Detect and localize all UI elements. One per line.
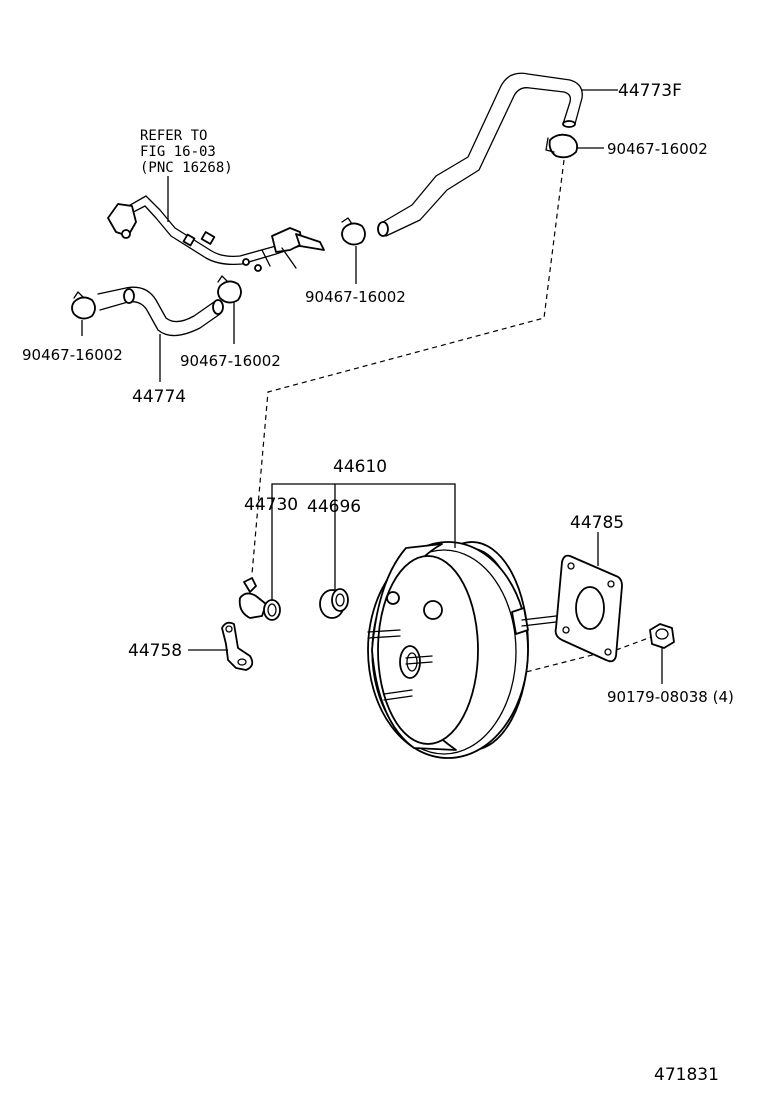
check-valve [238, 577, 281, 621]
refer-note-line3: (PNC 16268) [140, 160, 233, 176]
label-hose-upper: 44773F [618, 81, 682, 101]
dashed-line-hose-to-valve [251, 159, 565, 575]
label-clip-left: 90467-16002 [22, 346, 123, 364]
hose-clip-lower [217, 275, 242, 304]
dashed-line-booster-to-gasket [517, 649, 613, 675]
label-clip-lower: 90467-16002 [180, 352, 281, 370]
label-bracket: 44758 [128, 641, 182, 661]
hose-clip-middle [341, 217, 366, 246]
refer-note-line2: FIG 16-03 [140, 144, 216, 160]
bracket [221, 621, 254, 671]
label-booster-assy: 44610 [333, 457, 387, 477]
label-clip-upper-right: 90467-16002 [607, 140, 708, 158]
nut [649, 623, 675, 649]
label-grommet: 44696 [307, 497, 361, 517]
gasket [554, 554, 623, 663]
label-nut: 90179-08038 (4) [607, 688, 734, 706]
label-check-valve: 44730 [244, 495, 298, 515]
vacuum-hose-lower [97, 286, 224, 337]
label-clip-middle: 90467-16002 [305, 288, 406, 306]
dashed-line-gasket-to-nut [615, 635, 655, 651]
hose-clip-upper-right [545, 133, 579, 159]
leader-44610 [271, 483, 456, 602]
vacuum-hose-upper [377, 72, 583, 237]
brake-booster [367, 541, 557, 759]
hose-clip-left [71, 291, 96, 320]
refer-note-line1: REFER TO [140, 128, 207, 144]
grommet [319, 588, 349, 619]
vacuum-pipe-assembly [107, 195, 325, 272]
label-gasket: 44785 [570, 513, 624, 533]
figure-number: 471831 [654, 1065, 719, 1085]
label-hose-lower: 44774 [132, 387, 186, 407]
